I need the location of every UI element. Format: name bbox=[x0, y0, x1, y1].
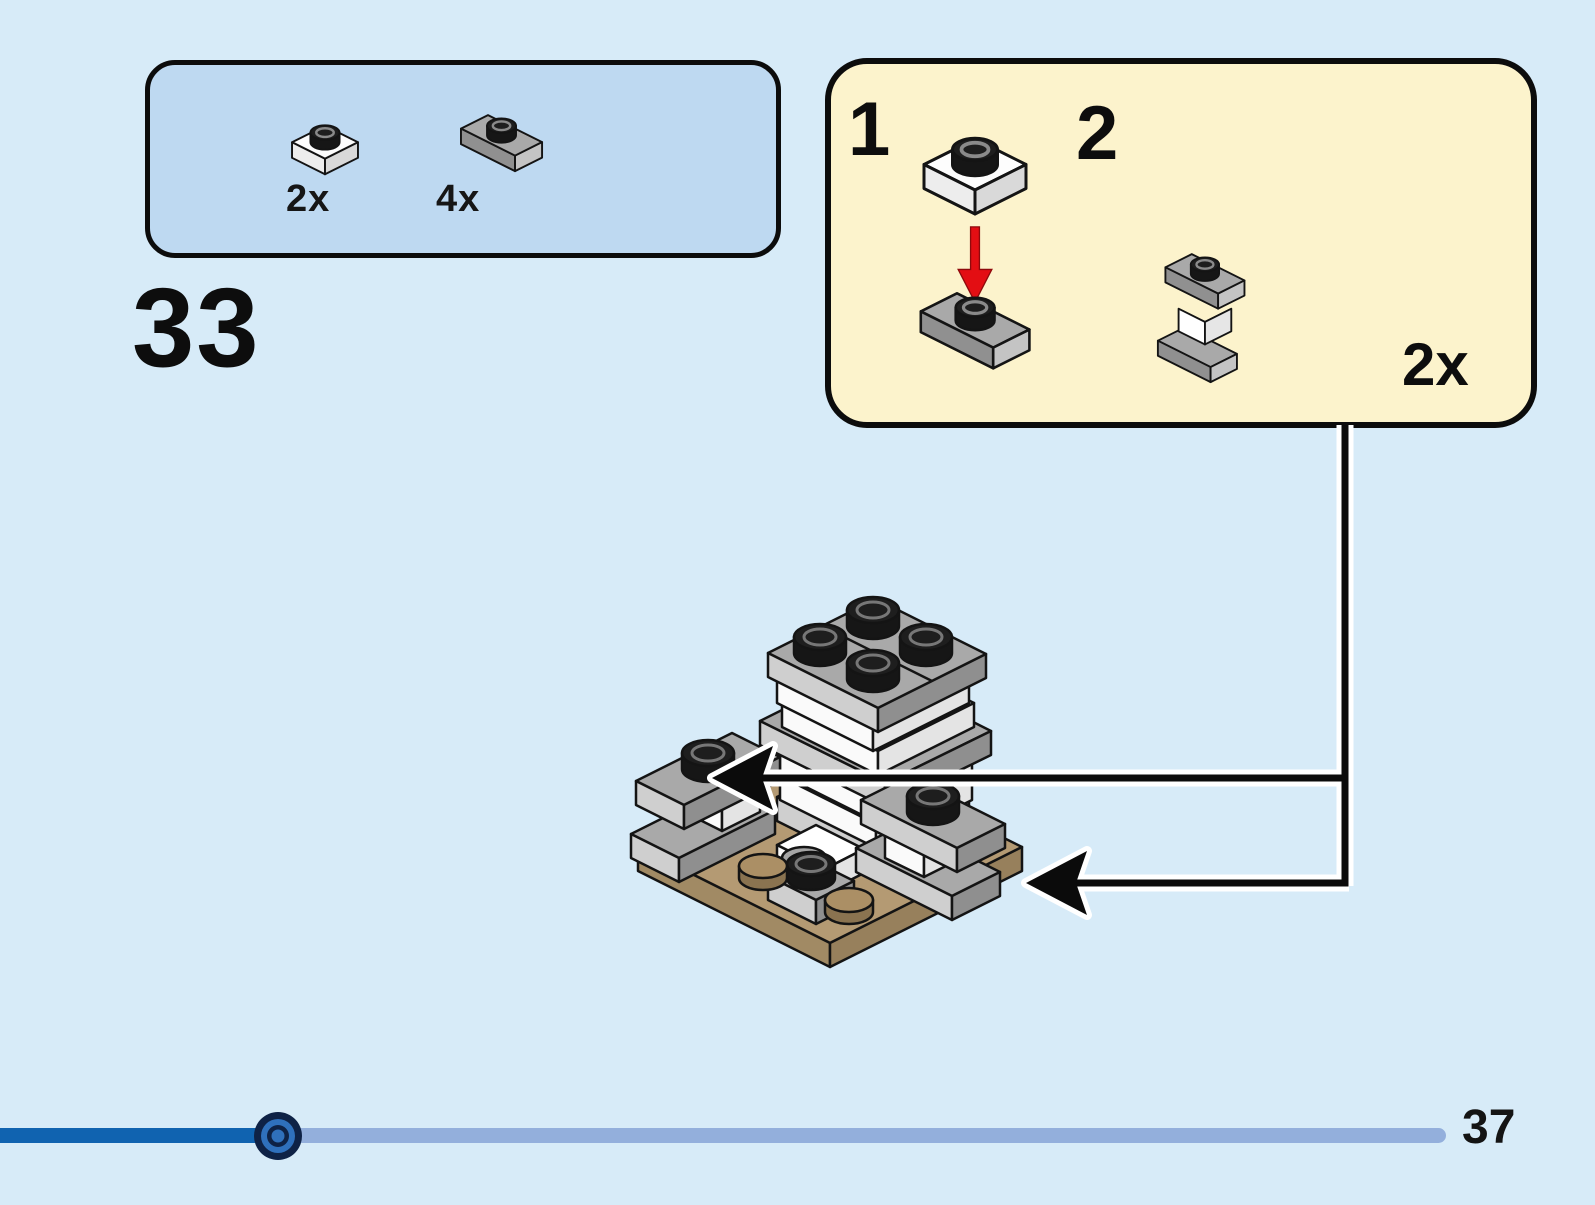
parts-box: 2x 4x bbox=[145, 60, 781, 258]
isometric-lego-assembly bbox=[629, 595, 1024, 969]
white-1x1-plate-icon bbox=[922, 136, 1028, 216]
page-number: 37 bbox=[1462, 1101, 1516, 1154]
progress-marker bbox=[254, 1112, 302, 1160]
callout-count: 2x bbox=[1402, 331, 1469, 398]
substep-1-label: 1 bbox=[848, 87, 891, 172]
step-number: 33 bbox=[132, 265, 261, 390]
white-1x1-plate-icon bbox=[291, 124, 359, 176]
gray-1x2-jumper-plate-icon bbox=[460, 114, 544, 173]
part-count: 4x bbox=[436, 178, 481, 220]
gray-1x2-jumper-plate-icon bbox=[919, 292, 1031, 370]
part-count: 2x bbox=[286, 178, 331, 220]
progress-bar-remaining bbox=[280, 1128, 1446, 1143]
substep-2-label: 2 bbox=[1076, 91, 1119, 176]
red-down-arrow-icon bbox=[957, 226, 993, 304]
progress-bar-completed bbox=[0, 1128, 280, 1143]
jumper-plate-sandwich-icon bbox=[1156, 253, 1246, 384]
